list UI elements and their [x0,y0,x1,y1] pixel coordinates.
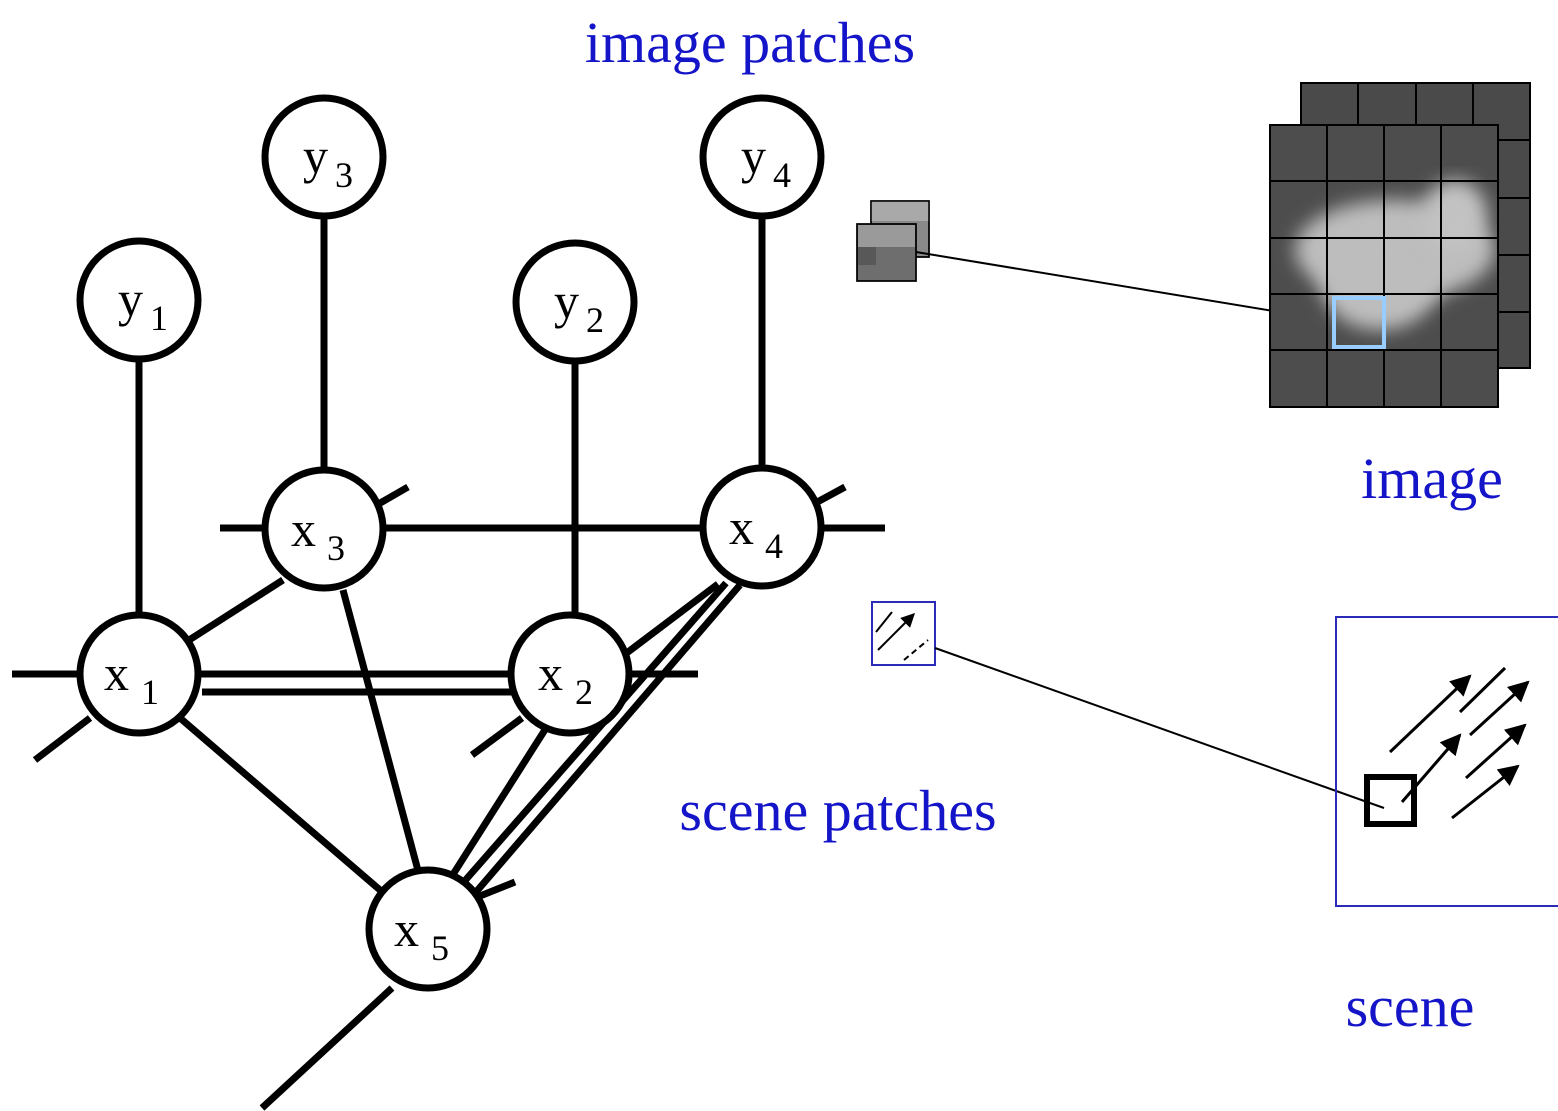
scene-panel [1335,616,1558,907]
node-x1: x 1 [76,611,202,737]
svg-text:4: 4 [773,155,791,195]
svg-text:1: 1 [150,298,168,338]
edge-x1-stub [32,715,93,763]
svg-text:3: 3 [327,528,345,568]
node-y1: y 1 [76,237,202,363]
svg-text:3: 3 [335,155,353,195]
svg-text:x: x [729,499,754,555]
scene-patch-highlight [1364,774,1417,827]
edge-x5-stub [259,985,395,1111]
edge-x3-x5 [339,589,424,879]
image-patch-thumbnails [856,200,930,282]
image-label: image [1361,446,1503,511]
svg-text:2: 2 [586,300,604,340]
node-y2: y 2 [512,239,638,365]
svg-text:1: 1 [141,672,159,712]
edge-x4-x5-a [459,580,729,887]
svg-text:y: y [118,271,143,327]
scene-patches-label: scene patches [679,778,996,843]
edge-x1-x5 [177,715,383,893]
edge-x2-x5 [449,723,551,878]
scene-label: scene [1346,974,1475,1039]
svg-text:x: x [291,501,316,557]
edge-x4-x5-b [473,582,743,895]
svg-text:y: y [554,273,579,329]
node-x2: x 2 [507,611,633,737]
svg-text:x: x [538,645,563,701]
edge-x2-stub [469,715,525,758]
node-x5: x 5 [365,866,491,992]
svg-text:4: 4 [765,526,783,566]
scene-patch-connector [934,647,1385,809]
edge-x2-x4 [621,581,721,658]
node-x3: x 3 [261,466,387,592]
svg-text:x: x [104,645,129,701]
node-x4: x 4 [699,464,825,590]
svg-text:5: 5 [431,928,449,968]
scene-patch-thumbnail [871,601,936,666]
node-y4: y 4 [699,94,825,220]
svg-text:y: y [303,128,328,184]
image-patches-label: image patches [585,10,915,75]
image-stack [1269,82,1531,408]
image-patch-highlight [1332,296,1386,349]
svg-text:x: x [394,901,419,957]
svg-text:2: 2 [575,672,593,712]
node-y3: y 3 [261,94,387,220]
edge-x1-x3 [184,577,285,645]
svg-text:y: y [741,128,766,184]
